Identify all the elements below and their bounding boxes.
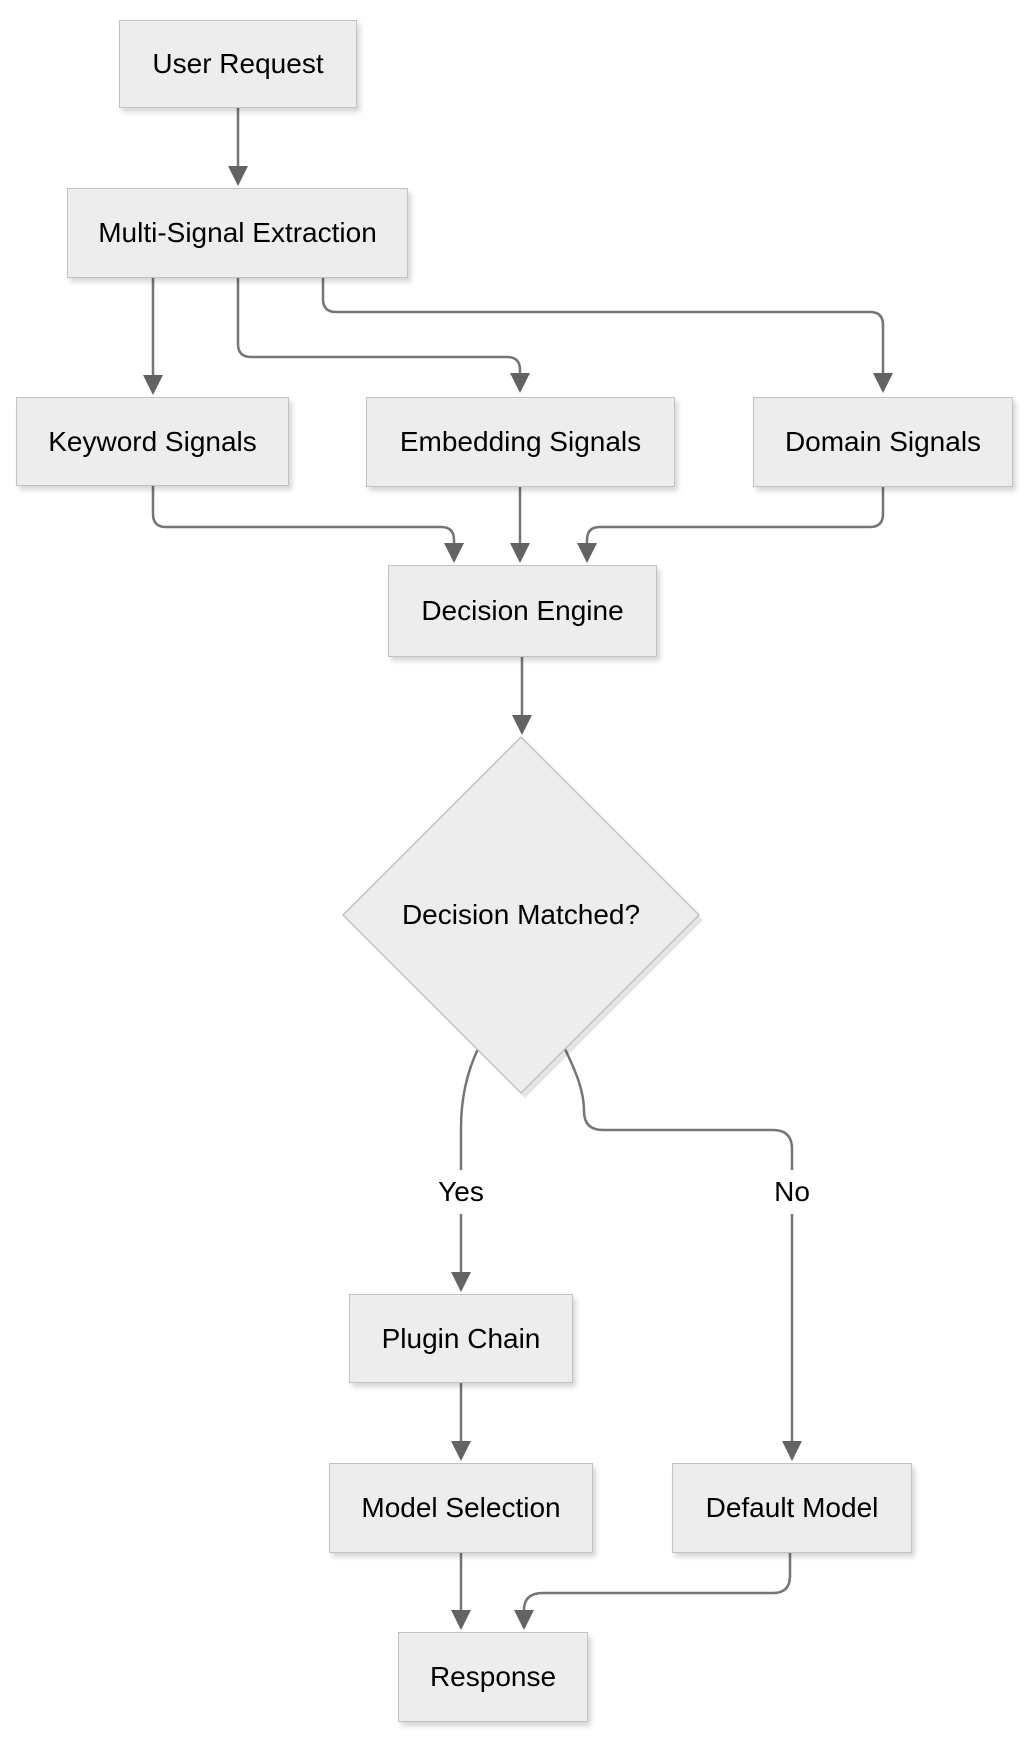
edge-label-no: No — [752, 1170, 832, 1214]
node-label: Plugin Chain — [381, 1322, 541, 1354]
node-label: Embedding Signals — [399, 426, 642, 457]
node-model-selection: Model Selection — [329, 1463, 593, 1553]
node-user-request: User Request — [119, 20, 357, 108]
node-embedding-signals: Embedding Signals — [366, 397, 675, 487]
edge-diamond-yes-to-plugin-chain — [451, 1048, 480, 1292]
edge-multi-signal-to-embedding — [236, 278, 530, 393]
node-decision-matched: Decision Matched? — [361, 893, 681, 937]
node-keyword-signals: Keyword Signals — [16, 397, 289, 486]
node-label: Multi-Signal Extraction — [98, 217, 377, 248]
decision-diamond — [341, 735, 701, 1095]
node-label: Response — [429, 1661, 557, 1692]
edge-default-model-to-response — [514, 1553, 792, 1630]
node-label: Model Selection — [361, 1492, 561, 1523]
node-label: User Request — [152, 48, 324, 79]
edge-multi-signal-to-domain — [321, 278, 893, 393]
node-default-model: Default Model — [672, 1463, 912, 1553]
node-label: Default Model — [705, 1492, 879, 1523]
node-label: Decision Matched? — [401, 899, 641, 930]
edge-diamond-no-to-default-model — [563, 1048, 802, 1461]
node-plugin-chain: Plugin Chain — [349, 1294, 573, 1383]
edge-keyword-to-decision-engine — [151, 486, 464, 563]
node-domain-signals: Domain Signals — [753, 397, 1013, 487]
edge-domain-to-decision-engine — [577, 487, 885, 563]
node-label: Decision Engine — [421, 595, 624, 626]
node-multi-signal-extraction: Multi-Signal Extraction — [67, 188, 408, 278]
edge-label-yes: Yes — [421, 1170, 501, 1214]
node-label: Keyword Signals — [48, 425, 257, 457]
node-decision-engine: Decision Engine — [388, 565, 657, 657]
node-label: Domain Signals — [784, 426, 982, 457]
node-response: Response — [398, 1632, 588, 1722]
